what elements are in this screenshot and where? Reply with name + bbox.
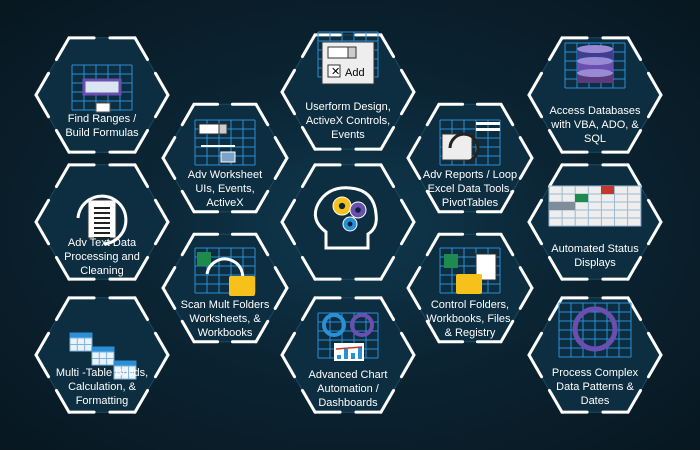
control-folders-label: Control Folders, Workbooks, Files, & Reg… (426, 299, 514, 339)
complex-data-label: Process Complex Data Patterns & Dates (551, 367, 639, 407)
dashboard-chart-icon (317, 312, 379, 361)
multi-table-tile (34, 296, 170, 414)
adv-worksheet-uis-label: Adv Worksheet UIs, Events, ActiveX (187, 169, 263, 209)
folder-scan-icon (194, 247, 256, 296)
svg-text:✕: ✕ (331, 66, 340, 78)
multi-table-label: Multi -Table Builds, Calculation, & Form… (55, 367, 149, 407)
scan-folders-tile (161, 232, 289, 344)
access-databases-tile (527, 36, 663, 154)
find-ranges-label: Find Ranges / Build Formulas (65, 113, 139, 139)
control-folders-tile (406, 232, 534, 344)
report-loop-icon (439, 119, 501, 166)
document-refresh-icon (76, 194, 128, 246)
status-grid-icon (548, 185, 642, 227)
status-displays-label: Automated Status Displays (551, 243, 639, 269)
pattern-cycle-icon (558, 302, 632, 358)
userform-icon: ✕ Add (317, 31, 379, 85)
advanced-chart-tile (280, 296, 416, 414)
grid-selection-icon (71, 64, 133, 113)
multi-table-icon (69, 332, 137, 380)
adv-worksheet-uis-tile (161, 102, 289, 214)
adv-reports-label: Adv Reports / Loop Excel Data Tools, Piv… (422, 169, 518, 209)
scan-folders-label: Scan Mult Folders Worksheets, & Workbook… (180, 299, 270, 339)
status-displays-tile (527, 163, 663, 281)
svg-text:Add: Add (345, 67, 365, 79)
userform-design-label: Userform Design, ActiveX Controls, Event… (305, 101, 391, 141)
userform-design-tile: ✕ Add (280, 31, 416, 151)
brain-gears-icon (313, 186, 378, 250)
ai-center-tile (280, 163, 416, 281)
advanced-chart-label: Advanced Chart Automation / Dashboards (308, 369, 388, 409)
find-ranges-tile (34, 36, 170, 154)
adv-text-data-tile (34, 163, 170, 281)
complex-data-tile (527, 296, 663, 414)
file-folder-icon (439, 247, 501, 294)
database-icon (564, 42, 626, 89)
adv-reports-tile (406, 102, 534, 214)
adv-text-data-label: Adv Text Data Processing and Cleaning (64, 237, 140, 277)
access-databases-label: Access Databases with VBA, ADO, & SQL (549, 105, 641, 145)
worksheet-controls-icon (194, 119, 256, 166)
